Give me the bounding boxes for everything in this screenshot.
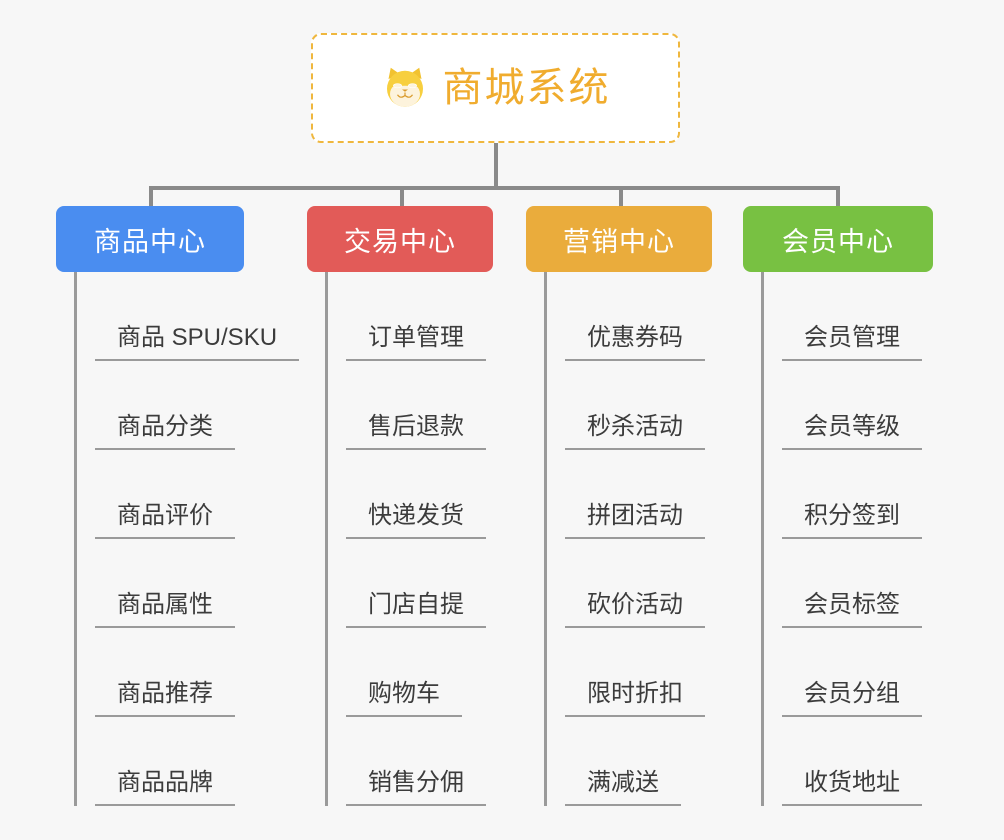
leaf-label: 收货地址 <box>782 769 922 806</box>
leaf-label: 限时折扣 <box>565 680 705 717</box>
leaf-item[interactable]: 商品推荐 <box>77 628 256 717</box>
leaf-label: 积分签到 <box>782 502 922 539</box>
leaf-label: 商品品牌 <box>95 769 235 806</box>
branch-stem-4: 会员管理 会员等级 积分签到 会员标签 会员分组 收货地址 <box>761 272 935 806</box>
leaf-label: 商品评价 <box>95 502 235 539</box>
leaf-label: 售后退款 <box>346 413 486 450</box>
leaf-label: 快递发货 <box>346 502 486 539</box>
leaf-label: 秒杀活动 <box>565 413 705 450</box>
branch-stem-3: 优惠券码 秒杀活动 拼团活动 砍价活动 限时折扣 满减送 <box>544 272 716 806</box>
leaf-label: 购物车 <box>346 680 462 717</box>
leaf-label: 砍价活动 <box>565 591 705 628</box>
connector-drop-2 <box>400 186 404 208</box>
leaf-item[interactable]: 满减送 <box>547 717 716 806</box>
category-box-1[interactable]: 商品中心 <box>56 206 244 272</box>
leaf-item[interactable]: 商品评价 <box>77 450 256 539</box>
leaf-label: 会员分组 <box>782 680 922 717</box>
branch-column-2: 交易中心 订单管理 售后退款 快递发货 门店自提 购物车 销售分佣 <box>307 206 497 806</box>
branch-column-1: 商品中心 商品 SPU/SKU 商品分类 商品评价 商品属性 商品推荐 商品品牌 <box>56 206 300 806</box>
leaf-item[interactable]: 订单管理 <box>328 272 497 361</box>
leaf-label: 销售分佣 <box>346 769 486 806</box>
leaf-item[interactable]: 会员管理 <box>764 272 935 361</box>
leaf-item[interactable]: 会员等级 <box>764 361 935 450</box>
leaf-item[interactable]: 会员标签 <box>764 539 935 628</box>
category-box-2[interactable]: 交易中心 <box>307 206 493 272</box>
connector-horizontal-bus <box>149 186 840 190</box>
leaf-item[interactable]: 秒杀活动 <box>547 361 716 450</box>
root-node[interactable]: 商城系统 <box>311 33 680 143</box>
leaf-item[interactable]: 会员分组 <box>764 628 935 717</box>
category-label-4: 会员中心 <box>782 226 894 257</box>
leaf-item[interactable]: 快递发货 <box>328 450 497 539</box>
leaf-item[interactable]: 拼团活动 <box>547 450 716 539</box>
category-label-2: 交易中心 <box>344 226 456 257</box>
category-box-3[interactable]: 营销中心 <box>526 206 712 272</box>
leaf-item[interactable]: 优惠券码 <box>547 272 716 361</box>
leaf-item[interactable]: 商品 SPU/SKU <box>77 272 300 361</box>
leaf-label: 会员管理 <box>782 324 922 361</box>
leaf-item[interactable]: 商品品牌 <box>77 717 256 806</box>
leaf-label: 商品分类 <box>95 413 235 450</box>
connector-drop-1 <box>149 186 153 208</box>
leaf-label: 门店自提 <box>346 591 486 628</box>
connector-root-stem <box>494 143 498 190</box>
leaf-item[interactable]: 积分签到 <box>764 450 935 539</box>
category-label-1: 商品中心 <box>94 226 206 257</box>
leaf-item[interactable]: 售后退款 <box>328 361 497 450</box>
leaf-item[interactable]: 砍价活动 <box>547 539 716 628</box>
leaf-label: 商品 SPU/SKU <box>95 324 300 361</box>
category-box-4[interactable]: 会员中心 <box>743 206 933 272</box>
leaf-item[interactable]: 销售分佣 <box>328 717 497 806</box>
leaf-label: 会员等级 <box>782 413 922 450</box>
branch-stem-1: 商品 SPU/SKU 商品分类 商品评价 商品属性 商品推荐 商品品牌 <box>74 272 300 806</box>
leaf-item[interactable]: 门店自提 <box>328 539 497 628</box>
branch-column-4: 会员中心 会员管理 会员等级 积分签到 会员标签 会员分组 收货地址 <box>743 206 935 806</box>
branch-column-3: 营销中心 优惠券码 秒杀活动 拼团活动 砍价活动 限时折扣 满减送 <box>526 206 716 806</box>
leaf-label: 优惠券码 <box>565 324 705 361</box>
category-label-3: 营销中心 <box>563 226 675 257</box>
leaf-item[interactable]: 购物车 <box>328 628 497 717</box>
connector-drop-4 <box>836 186 840 208</box>
leaf-label: 会员标签 <box>782 591 922 628</box>
leaf-label: 拼团活动 <box>565 502 705 539</box>
connector-drop-3 <box>619 186 623 208</box>
leaf-label: 满减送 <box>565 769 681 806</box>
root-title: 商城系统 <box>442 66 611 110</box>
leaf-label: 商品推荐 <box>95 680 235 717</box>
leaf-item[interactable]: 收货地址 <box>764 717 935 806</box>
leaf-item[interactable]: 商品属性 <box>77 539 256 628</box>
branch-stem-2: 订单管理 售后退款 快递发货 门店自提 购物车 销售分佣 <box>325 272 497 806</box>
shiba-dog-face-icon <box>381 64 429 112</box>
leaf-item[interactable]: 限时折扣 <box>547 628 716 717</box>
leaf-label: 订单管理 <box>346 324 486 361</box>
leaf-item[interactable]: 商品分类 <box>77 361 256 450</box>
leaf-label: 商品属性 <box>95 591 235 628</box>
